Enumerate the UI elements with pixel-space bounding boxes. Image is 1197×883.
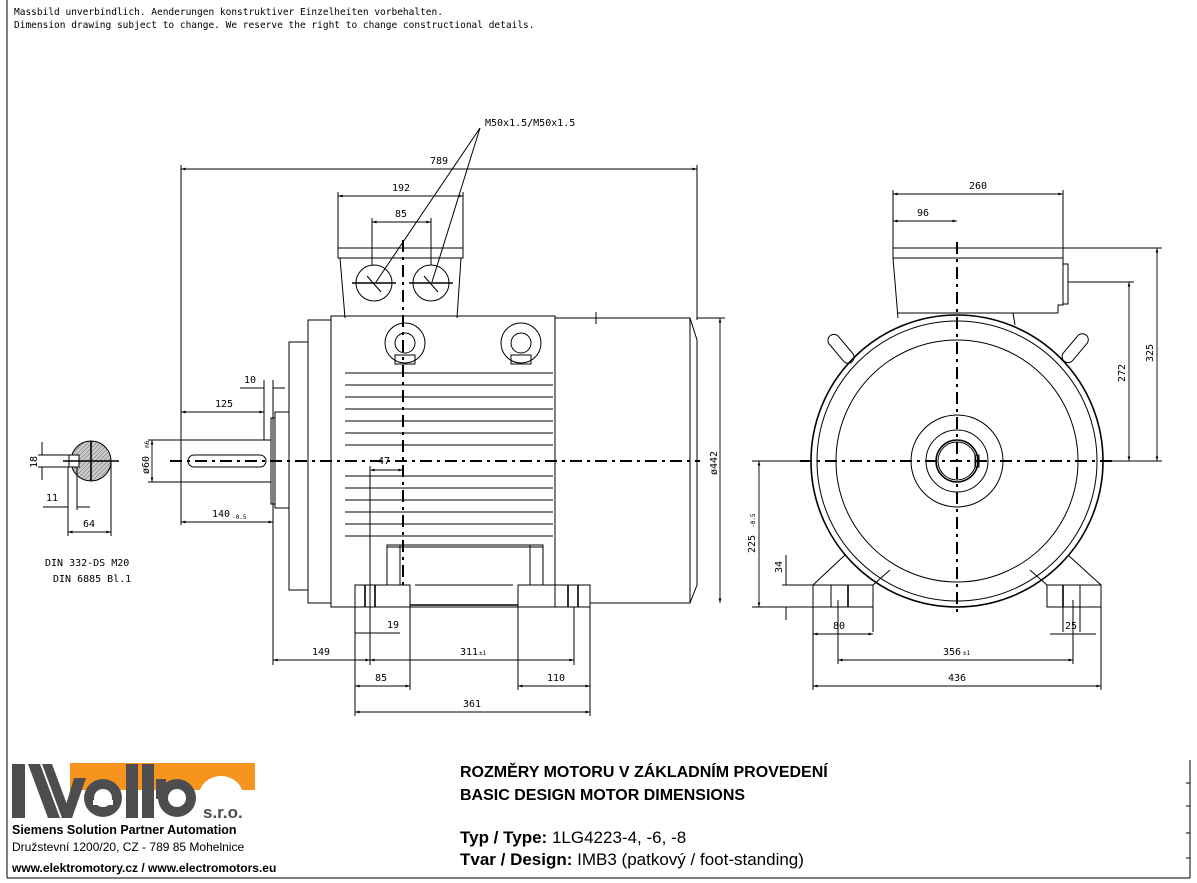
company-logo: s.r.o.	[12, 763, 255, 822]
dim-overall-length: 789	[430, 156, 448, 167]
dim-gland-height: 272	[1117, 364, 1128, 382]
dim-terminal-box-length: 192	[392, 183, 410, 194]
title-cz: ROZMĚRY MOTORU V ZÁKLADNÍM PROVEDENÍ	[460, 764, 828, 781]
end-view: 260 96 325 272 225 -0.5 34 80 25 356 ±1 …	[747, 181, 1162, 690]
dim-foot-left-width: 85	[375, 673, 387, 684]
side-view: M50x1.5/M50x1.5 789 192 85 10 125 ø60 m6…	[141, 118, 725, 716]
dim-flange-offset: 10	[244, 375, 256, 386]
company-tagline: Siemens Solution Partner Automation	[12, 823, 237, 837]
dim-hole-spacing: 356	[943, 647, 961, 658]
type-value: 1LG4223-4, -6, -8	[551, 828, 687, 847]
dim-foot-hole: 19	[387, 620, 399, 631]
dim-foot-total: 361	[463, 699, 481, 710]
dim-box-offset-end: 96	[917, 208, 929, 219]
dim-foot-hole-end: 25	[1065, 621, 1077, 632]
standard-din-6885: DIN 6885 Bl.1	[53, 574, 131, 585]
type-label: Typ / Type:	[460, 828, 548, 847]
dim-foot-width: 80	[833, 621, 845, 632]
dim-gland-spacing: 85	[395, 209, 407, 220]
title-en: BASIC DESIGN MOTOR DIMENSIONS	[460, 787, 746, 804]
dim-key-depth: 11	[46, 493, 58, 504]
dim-shaft-to-foot: 149	[312, 647, 330, 658]
cooling-fins	[345, 372, 553, 537]
dim-key-width: 18	[29, 456, 40, 468]
shaft-section: 18 11 64 DIN 332-DS M20 DIN 6885 Bl.1	[29, 440, 131, 585]
disclaimer-en: Dimension drawing subject to change. We …	[14, 20, 535, 31]
thread-label: M50x1.5/M50x1.5	[485, 118, 575, 129]
type-line: Typ / Type: 1LG4223-4, -6, -8	[460, 828, 686, 848]
dim-shaft-total: 140	[212, 509, 230, 520]
dim-box-offset: 47	[378, 456, 390, 467]
dim-shaft-height-tol: -0.5	[750, 513, 757, 528]
dim-box-height: 325	[1145, 344, 1156, 362]
dim-foot-hole-spacing: 311	[460, 647, 478, 658]
design-value: IMB3 (patkový / foot-standing)	[577, 850, 804, 869]
dim-foot-hole-spacing-tol: ±1	[479, 650, 487, 657]
dim-box-width: 260	[969, 181, 987, 192]
dim-motor-diameter: ø442	[709, 451, 720, 475]
dim-shaft-height: 225	[747, 535, 758, 553]
dim-shaft-total-tol: -0.5	[232, 514, 247, 521]
svg-text:s.r.o.: s.r.o.	[203, 803, 243, 822]
company-address: Družstevní 1200/20, CZ - 789 85 Mohelnic…	[12, 840, 245, 854]
design-line: Tvar / Design: IMB3 (patkový / foot-stan…	[460, 850, 804, 870]
drawing-frame	[6, 0, 1191, 879]
dim-foot-right-width: 110	[547, 673, 565, 684]
dim-total-width: 436	[948, 673, 966, 684]
dim-shaft-length: 125	[215, 399, 233, 410]
company-web[interactable]: www.elektromotory.cz / www.electromotors…	[12, 861, 277, 875]
design-label: Tvar / Design:	[460, 850, 573, 869]
dim-foot-height: 34	[774, 561, 785, 573]
standard-din-332: DIN 332-DS M20	[45, 558, 129, 569]
dim-shaft-diameter-tol: m6	[144, 440, 151, 448]
disclaimer-de: Massbild unverbindlich. Aenderungen kons…	[14, 7, 443, 18]
dim-hole-spacing-tol: ±1	[963, 650, 971, 657]
dim-section-height: 64	[83, 519, 95, 530]
dim-shaft-diameter: ø60	[141, 456, 152, 474]
